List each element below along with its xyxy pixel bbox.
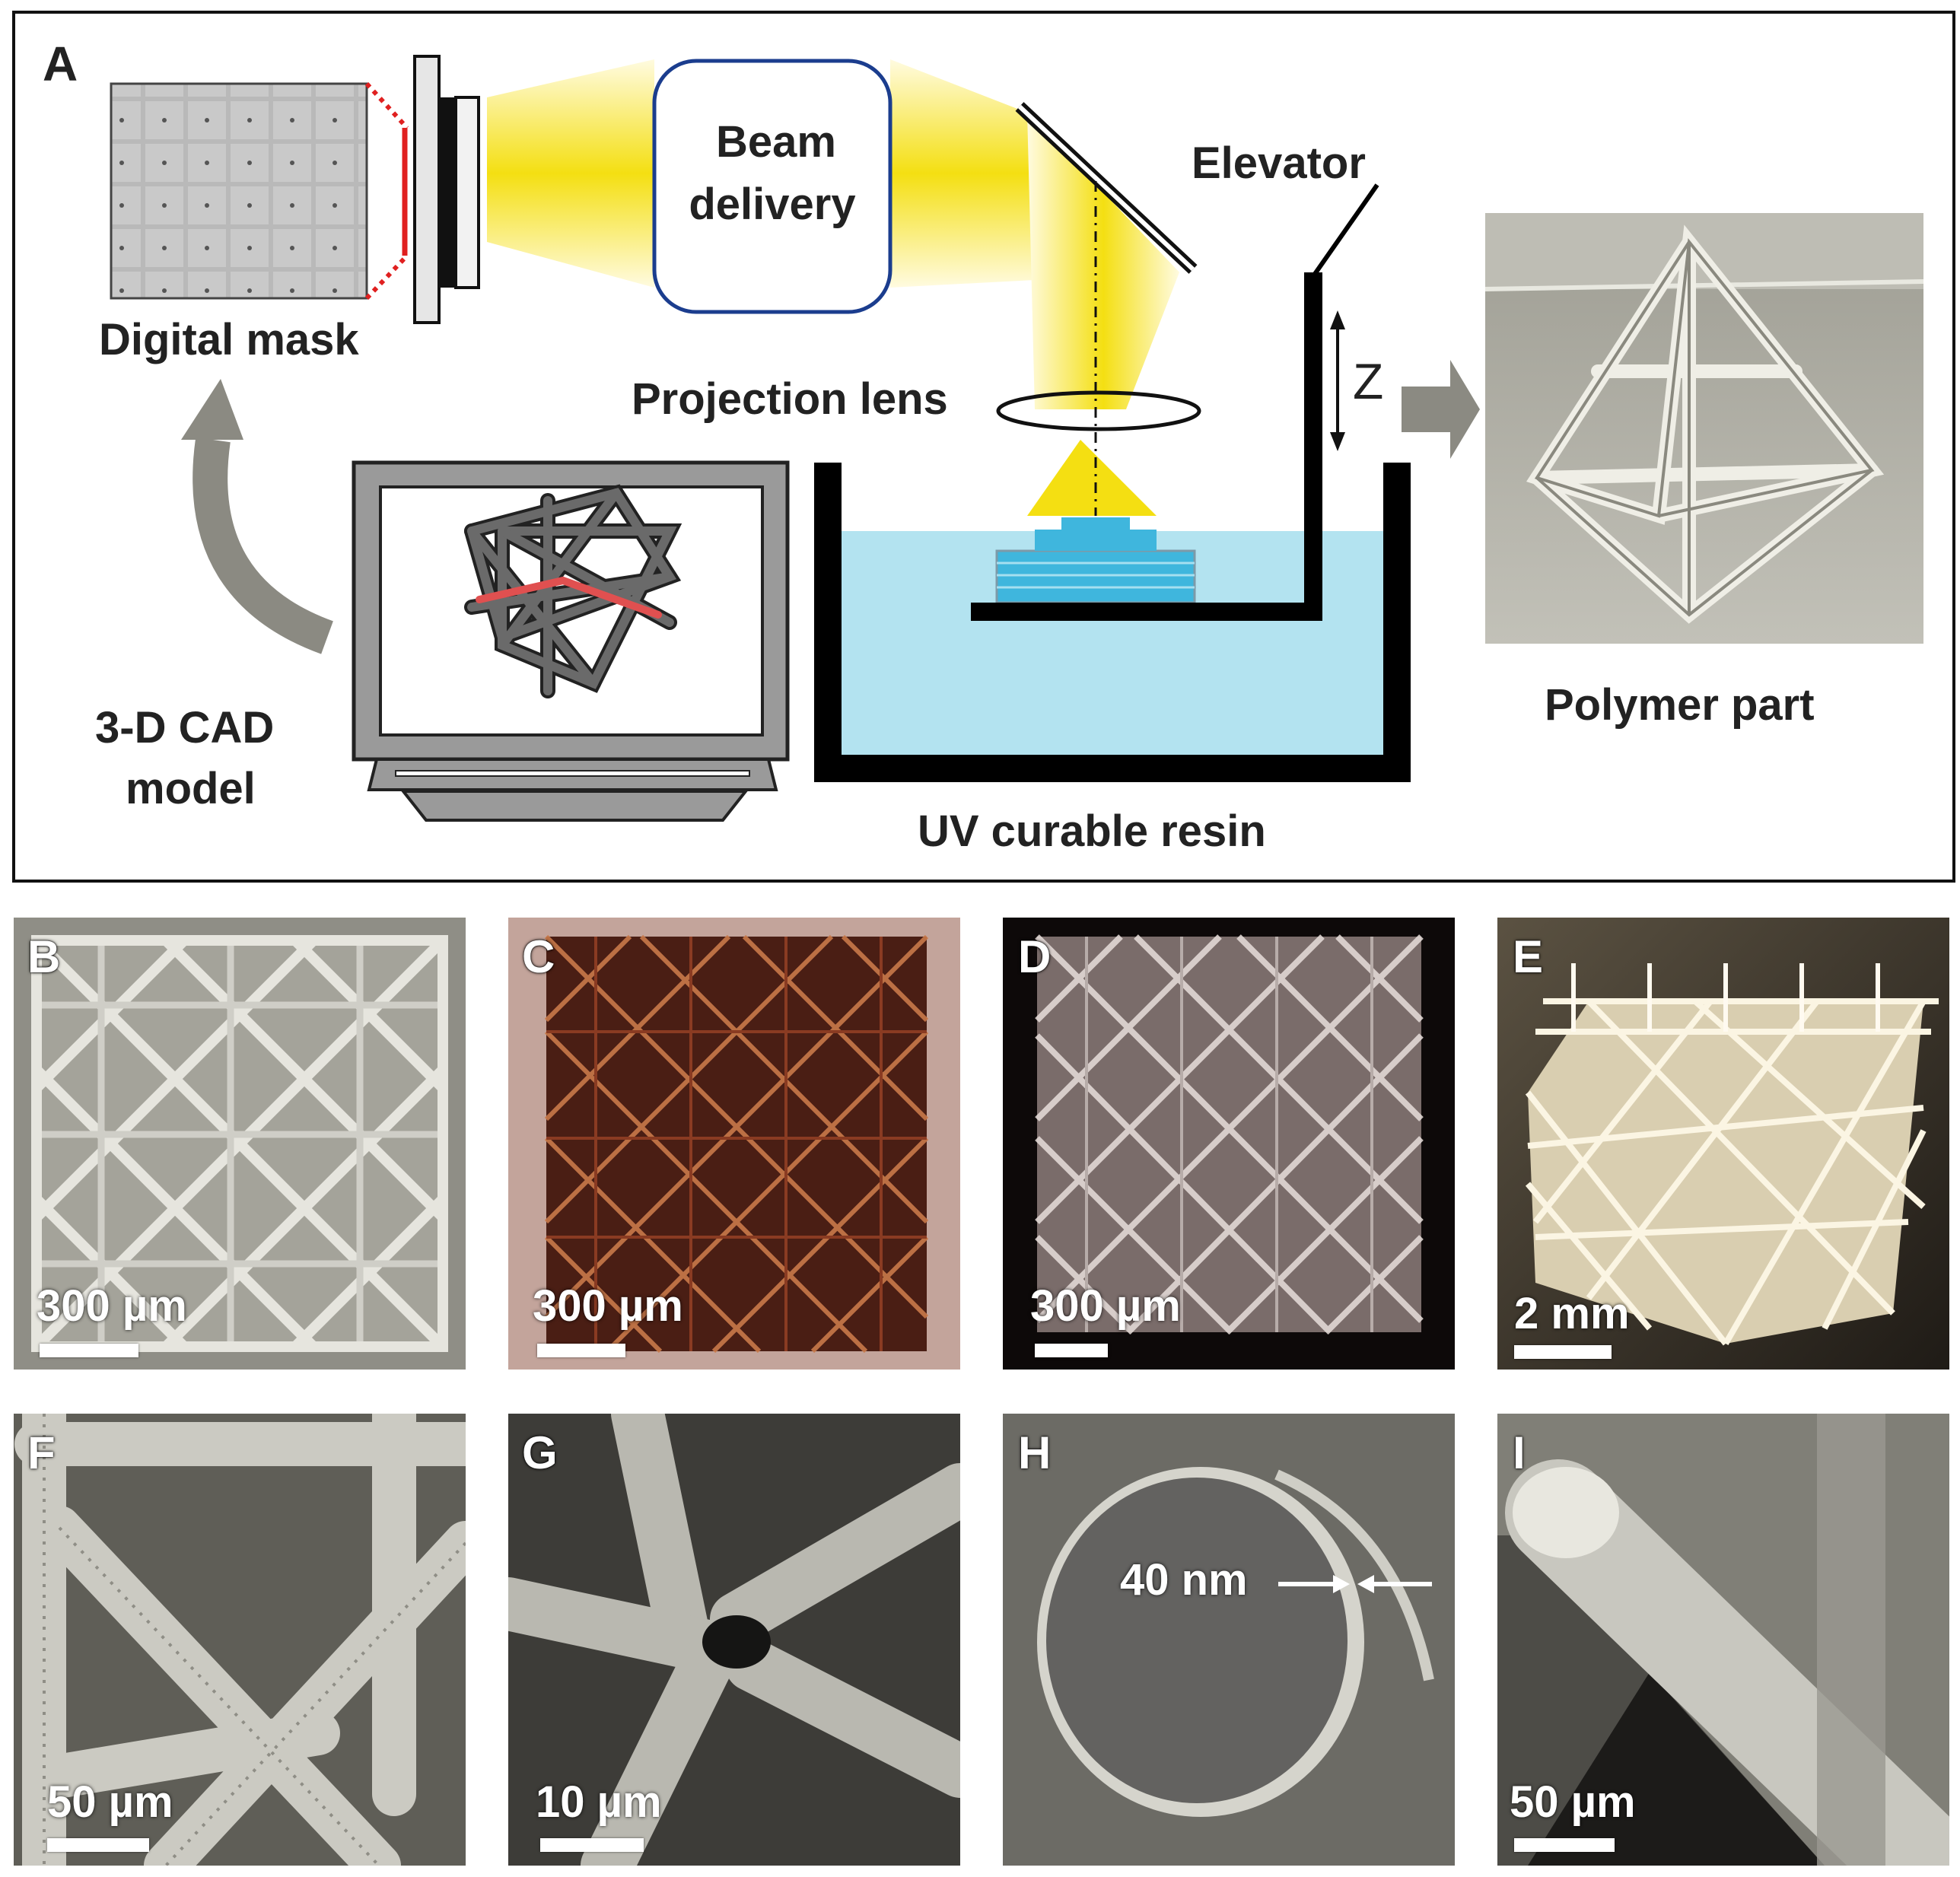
projection-lens-label: Projection lens [632,374,948,424]
panel-label-g: G [522,1427,558,1478]
panel-g-image [508,1414,960,1866]
panel-label-a: A [43,37,78,91]
panel-f-image [14,1414,466,1866]
projection-lens [996,390,1201,431]
panel-b-scale-label: 300 µm [37,1281,187,1331]
cad-model-label-1: 3-D CAD [95,703,275,752]
panel-i-scale-bar [1514,1838,1615,1852]
panel-e-image [1497,918,1949,1370]
digital-mask-grid [110,82,368,300]
digital-mask-label: Digital mask [99,315,359,364]
panel-h-annotation: 40 nm [1120,1555,1248,1605]
panel-a-schematic: A Digital mask Beam delivery Elevator Pr… [12,11,1955,883]
beam-delivery-label-2: delivery [689,180,856,229]
panel-h-image [1003,1414,1455,1866]
panel-label-c: C [522,931,555,982]
panel-f-scale-bar [47,1838,149,1852]
panel-label-f: F [27,1427,56,1478]
panel-d-scale-bar [1035,1344,1108,1357]
panel-a-drawing [110,55,1924,822]
beam-segment-1 [487,59,654,288]
panel-h-arrows [1278,1575,1432,1593]
panel-label-h: H [1018,1427,1052,1478]
beam-cone [1027,440,1157,516]
panel-label-d: D [1018,931,1052,982]
uv-resin-label: UV curable resin [918,806,1266,856]
panel-b-scale-bar [40,1344,138,1357]
beam-delivery-box [652,59,892,314]
panel-b-image [14,918,466,1370]
polymer-part-label: Polymer part [1545,680,1815,730]
panel-c-scale-label: 300 µm [533,1281,683,1331]
cad-lattice-model [464,484,682,698]
panel-label-b: B [27,931,61,982]
panel-c-scale-bar [537,1344,625,1357]
panel-g-scale-label: 10 µm [536,1777,662,1827]
panel-c-image [508,918,960,1370]
panel-label-i: I [1513,1427,1526,1478]
panel-label-e: E [1513,931,1544,982]
beam-segment-3 [1027,113,1179,409]
panel-e-scale-bar [1514,1345,1612,1359]
beam-delivery-label-1: Beam [716,117,836,167]
panel-d-scale-label: 300 µm [1030,1281,1181,1331]
elevator-label: Elevator [1192,138,1366,188]
feedback-arrow [192,437,334,654]
panel-i-scale-label: 50 µm [1510,1777,1636,1827]
polymer-part-image [1484,213,1924,644]
output-arrow [1402,360,1480,459]
panel-g-scale-bar [540,1838,644,1852]
panel-d-image [1003,918,1455,1370]
panel-i-image [1497,1414,1949,1866]
panel-e-scale-label: 2 mm [1514,1289,1630,1338]
cad-model-label-2: model [126,764,256,813]
panel-f-scale-label: 50 µm [47,1777,173,1827]
z-axis-label: Z [1353,353,1384,409]
